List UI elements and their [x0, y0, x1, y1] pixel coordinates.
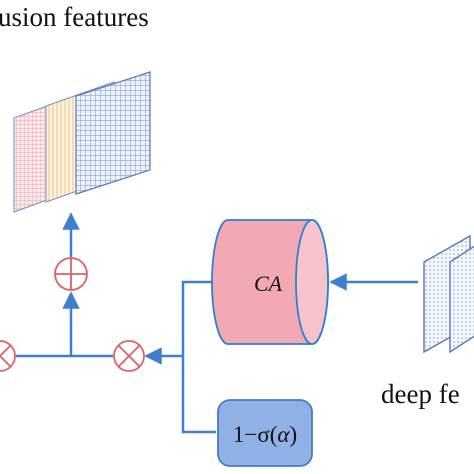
fusion-feature-maps — [13, 71, 151, 213]
gate-box — [217, 399, 313, 467]
gate-label: 1−σ(α) — [233, 422, 297, 447]
circled-times-icon — [0, 340, 16, 372]
ca-label: CA — [254, 271, 283, 296]
multiply-operator-right — [113, 340, 145, 372]
deep-map-front — [449, 245, 474, 354]
fusion-features-label: usion features — [0, 2, 149, 32]
connector-ca-bracket — [181, 280, 216, 434]
deep-feature-maps — [423, 234, 474, 354]
deep-features-label: deep fe — [381, 379, 460, 409]
gate-block: 1−σ(α) — [217, 399, 313, 467]
ca-block: CA — [211, 219, 329, 345]
multiply-operator-left — [0, 340, 16, 372]
ca-cylinder-face — [295, 219, 329, 345]
add-operator — [54, 257, 88, 291]
feature-map-blue — [75, 71, 151, 195]
